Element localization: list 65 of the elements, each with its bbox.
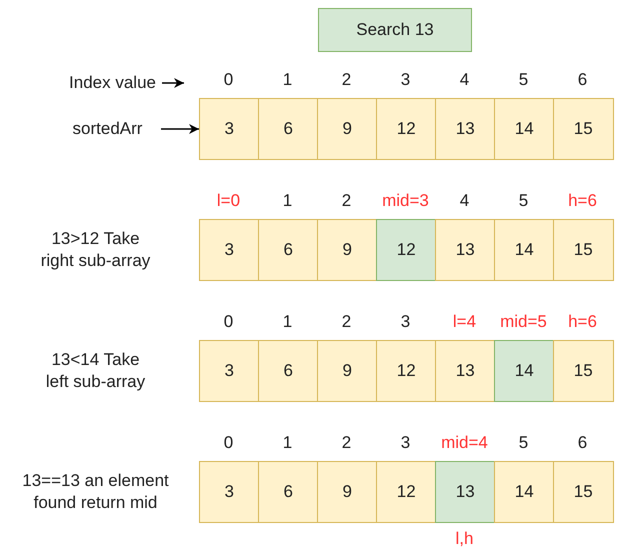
- array-cell: 12: [376, 461, 436, 523]
- index-label: 6: [576, 433, 588, 453]
- index-label: 3: [400, 433, 412, 453]
- index-label: l=4: [452, 312, 478, 332]
- index-label: 1: [282, 70, 294, 90]
- array-cell: 13: [435, 461, 496, 523]
- array-cell: 3: [199, 461, 260, 523]
- index-label: 5: [518, 191, 530, 211]
- index-label: mid=3: [381, 191, 430, 211]
- index-label: h=6: [567, 191, 598, 211]
- index-label: h=6: [567, 312, 598, 332]
- array-cell: 6: [258, 340, 318, 402]
- array-cell: 3: [199, 219, 260, 281]
- index-label: 0: [222, 312, 234, 332]
- array-cell: 14: [494, 98, 554, 160]
- pointer-label: l,h: [454, 529, 474, 549]
- array-cell: 12: [376, 340, 436, 402]
- index-label: 1: [282, 312, 294, 332]
- index-label: 4: [458, 191, 470, 211]
- array-cell: 13: [435, 340, 496, 402]
- array-cell: 15: [553, 219, 614, 281]
- row-label: sortedArr: [60, 118, 155, 140]
- index-label: l=0: [216, 191, 242, 211]
- array-cell: 9: [317, 219, 378, 281]
- index-label: 5: [518, 433, 530, 453]
- array-cell: 3: [199, 98, 260, 160]
- index-label: 0: [222, 70, 234, 90]
- array-cell: 14: [494, 219, 554, 281]
- index-label: 2: [340, 70, 352, 90]
- array-cell: 6: [258, 461, 318, 523]
- title-box: Search 13: [318, 8, 472, 52]
- index-label: 4: [458, 70, 470, 90]
- array-cell: 9: [317, 340, 378, 402]
- array-cell: 9: [317, 98, 378, 160]
- array-cell: 12: [376, 98, 436, 160]
- index-label: mid=4: [440, 433, 489, 453]
- index-label: 0: [222, 433, 234, 453]
- array-cell: 13: [435, 98, 496, 160]
- row-label: Index value: [44, 72, 156, 94]
- index-label: 3: [400, 312, 412, 332]
- array-cell: 3: [199, 340, 260, 402]
- index-label: 5: [518, 70, 530, 90]
- step-note: 13==13 an element found return mid: [21, 470, 170, 514]
- index-label: mid=5: [499, 312, 548, 332]
- array-cell: 9: [317, 461, 378, 523]
- arrow: [162, 77, 184, 89]
- step-note: 13>12 Take right sub-array: [40, 228, 152, 272]
- index-label: 6: [576, 70, 588, 90]
- index-label: 3: [400, 70, 412, 90]
- array-cell: 12: [376, 219, 436, 281]
- index-label: 2: [340, 312, 352, 332]
- array-cell: 15: [553, 461, 614, 523]
- array-cell: 14: [494, 340, 554, 402]
- index-label: 1: [282, 191, 294, 211]
- array-cell: 15: [553, 340, 614, 402]
- array-cell: 6: [258, 98, 318, 160]
- index-label: 2: [340, 433, 352, 453]
- array-cell: 15: [553, 98, 614, 160]
- array-cell: 6: [258, 219, 318, 281]
- index-label: 2: [340, 191, 352, 211]
- step-note: 13<14 Take left sub-array: [44, 349, 146, 394]
- array-cell: 13: [435, 219, 496, 281]
- arrow: [161, 123, 199, 135]
- index-label: 1: [282, 433, 294, 453]
- array-cell: 14: [494, 461, 554, 523]
